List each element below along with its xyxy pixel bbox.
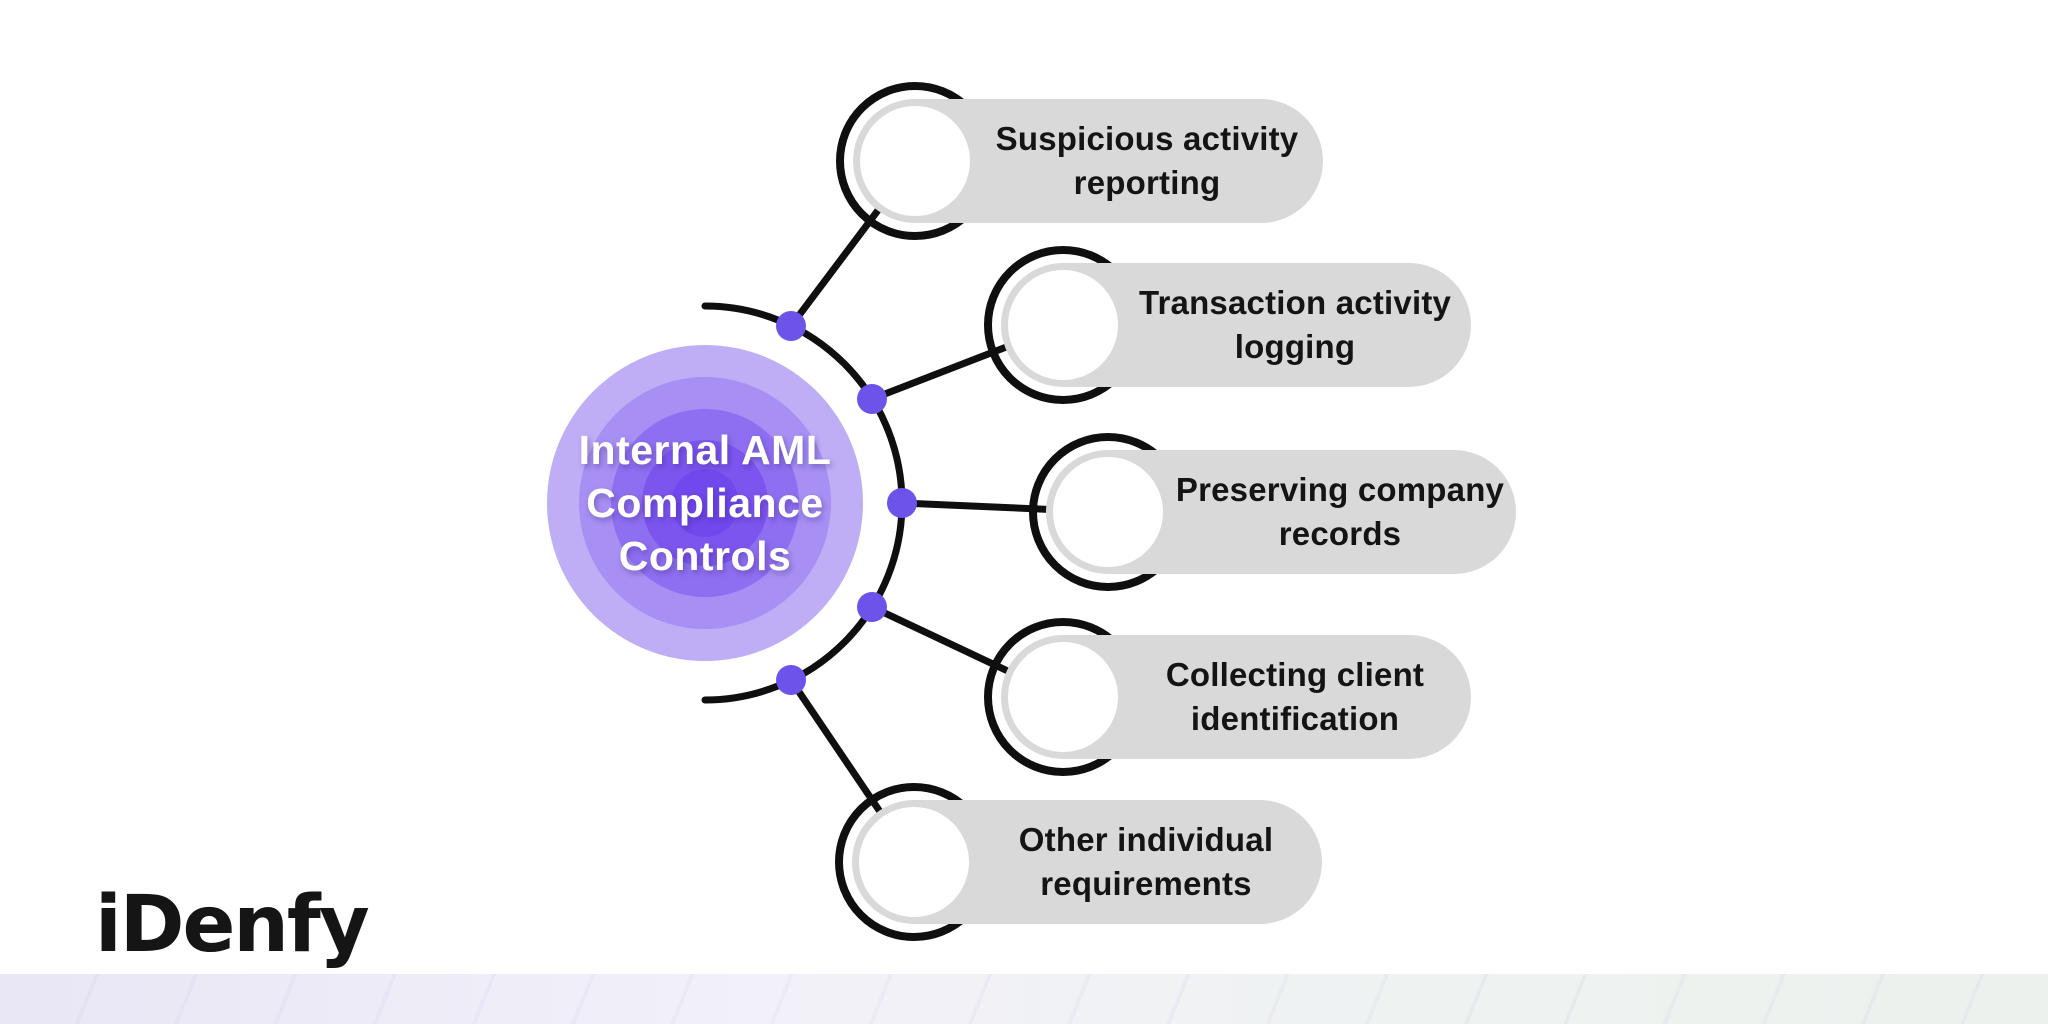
- node-label-line2: records: [1278, 515, 1402, 552]
- node-label-line1: Transaction activity: [1138, 284, 1452, 321]
- node-label: Other individual requirements: [969, 800, 1323, 924]
- connector-dot-1: [776, 311, 806, 341]
- node-inner-circle: [860, 106, 970, 216]
- connector-dot-3: [887, 488, 917, 518]
- node-label-line2: logging: [1234, 328, 1356, 365]
- hub-ring-core: [671, 469, 739, 537]
- node-label: Suspicious activity reporting: [970, 99, 1324, 223]
- node-label-line2: identification: [1190, 700, 1400, 737]
- idenfy-logo: iDenfy: [95, 880, 370, 970]
- node-label: Collecting client identification: [1118, 635, 1472, 759]
- node-inner-circle: [1008, 270, 1118, 380]
- connector-dot-5: [776, 665, 806, 695]
- node-label-line2: requirements: [1040, 865, 1252, 902]
- connector-dot-2: [857, 384, 887, 414]
- node-label-line1: Preserving company: [1175, 471, 1505, 508]
- hub-title-line1: Internal AML: [578, 426, 832, 473]
- node-label-line1: Collecting client: [1165, 656, 1425, 693]
- hub-title: Internal AML Compliance Controls: [505, 423, 905, 583]
- node-label-line1: Suspicious activity: [995, 120, 1299, 157]
- node-label-line2: reporting: [1073, 164, 1221, 201]
- connector-dot-4: [857, 592, 887, 622]
- hub-title-line3: Controls: [618, 532, 792, 579]
- hub-title-line2: Compliance: [586, 479, 824, 526]
- node-inner-circle: [1053, 457, 1163, 567]
- node-inner-circle: [859, 807, 969, 917]
- footer-gradient-strip: [0, 974, 2048, 1024]
- node-label-line1: Other individual: [1018, 821, 1274, 858]
- connector-dots: [776, 311, 917, 695]
- node-label: Preserving company records: [1163, 450, 1517, 574]
- node-label: Transaction activity logging: [1118, 263, 1472, 387]
- node-inner-circle: [1008, 642, 1118, 752]
